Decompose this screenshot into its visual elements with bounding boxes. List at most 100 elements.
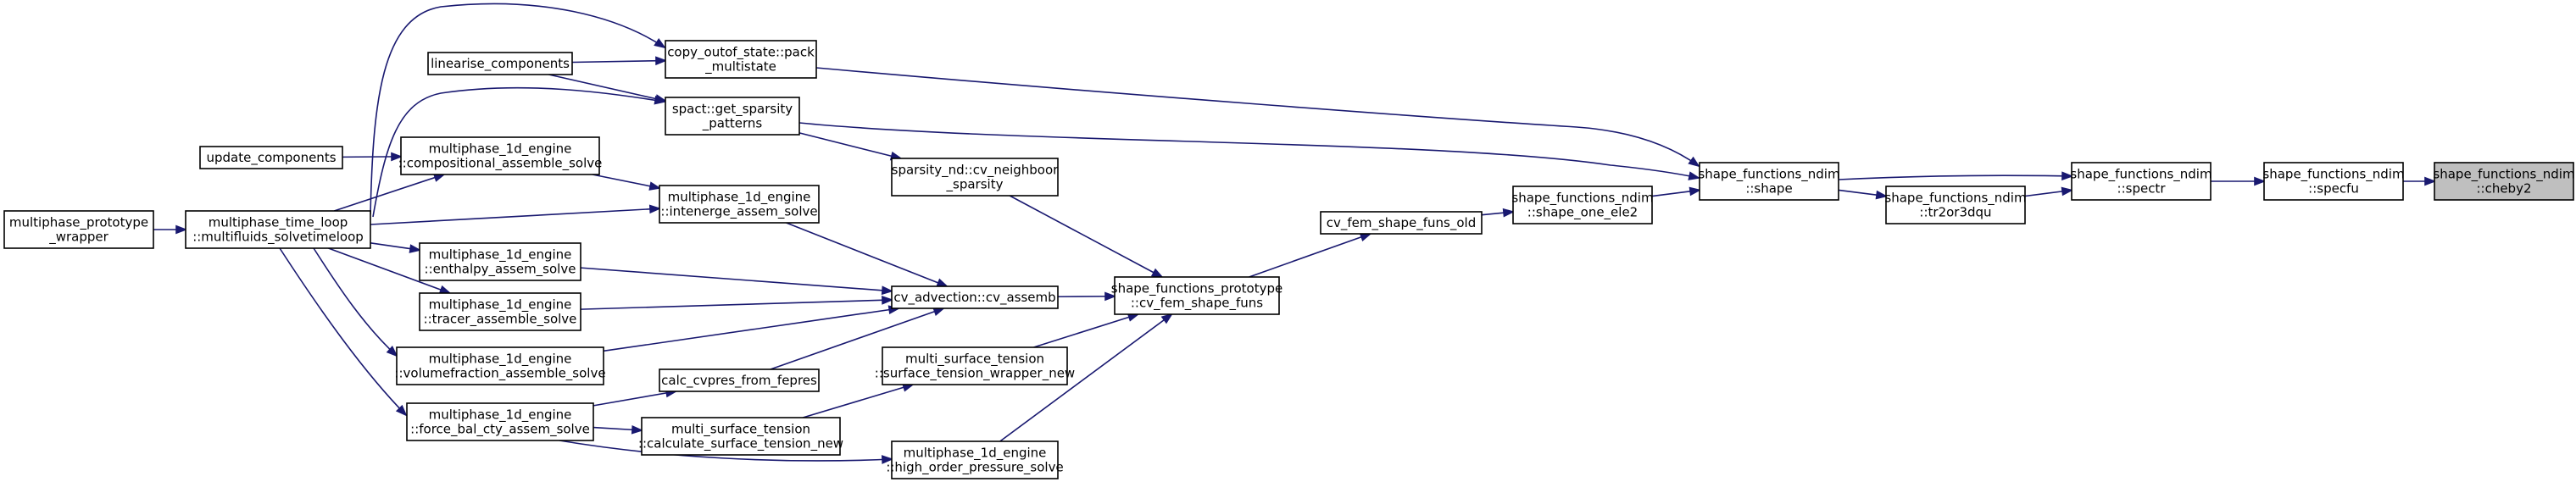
node-label-line: _sparsity — [946, 177, 1004, 193]
node-box — [2434, 162, 2574, 201]
edge-pack_multistate-to-shape — [815, 67, 1700, 168]
edge-multifluids_solvetimeloop-to-intenerge_assem_solve — [370, 204, 662, 225]
node-shape-one-ele2[interactable]: shape_functions_ndim::shape_one_ele2 — [1511, 186, 1654, 224]
node-pack-multistate[interactable]: copy_outof_state::pack_multistate — [665, 40, 817, 79]
node-calc-cvpres-from-fepres[interactable]: calc_cvpres_from_fepres — [659, 368, 820, 392]
node-label-line: ::multifluids_solvetimeloop — [192, 230, 364, 246]
node-calculate-surface-tension-new[interactable]: multi_surface_tension::calculate_surface… — [638, 417, 843, 456]
node-box — [659, 368, 820, 392]
node-specfu[interactable]: shape_functions_ndim::specfu — [2262, 162, 2405, 201]
node-box — [882, 346, 1068, 385]
node-tracer-assemble-solve[interactable]: multiphase_1d_engine::tracer_assemble_so… — [419, 292, 581, 331]
node-label-line: multiphase_prototype — [9, 215, 148, 231]
node-cv-assemb[interactable]: cv_advection::cv_assemb — [891, 285, 1059, 309]
node-box — [185, 210, 371, 249]
edge-shape_one_ele2-to-shape — [1651, 186, 1702, 197]
node-force-bal-cty-assem-solve[interactable]: multiphase_1d_engine::force_bal_cty_asse… — [406, 402, 594, 441]
node-label-line: cv_advection::cv_assemb — [893, 290, 1055, 306]
node-tr2or3dqu[interactable]: shape_functions_ndim::tr2or3dqu — [1884, 186, 2027, 224]
node-spectr[interactable]: shape_functions_ndim::spectr — [2070, 162, 2212, 201]
node-label-line: shape_functions_ndim — [2262, 167, 2404, 183]
node-label-line: ::specfu — [2308, 181, 2359, 197]
node-label-line: sparsity_nd::cv_neighboor — [892, 163, 1060, 179]
node-label-line: multiphase_time_loop — [209, 215, 348, 231]
node-label-line: shape_functions_ndim — [1698, 167, 1839, 183]
node-box — [1699, 162, 1839, 201]
node-cv-fem-shape-funs-old[interactable]: cv_fem_shape_funs_old — [1320, 211, 1483, 235]
node-label-line: ::shape_one_ele2 — [1527, 205, 1638, 221]
node-label-line: ::tr2or3dqu — [1919, 205, 1991, 220]
node-box — [1885, 186, 2026, 224]
node-box — [419, 292, 581, 331]
node-label-line: _multistate — [704, 59, 776, 75]
node-box — [665, 97, 800, 136]
edge-volumefraction_assemble_solve-to-cv_assemb — [603, 305, 901, 352]
node-cv-fem-shape-funs[interactable]: shape_functions_prototype::cv_fem_shape_… — [1111, 276, 1282, 315]
node-label-line: multiphase_1d_engine — [904, 446, 1047, 462]
node-label-line: multiphase_1d_engine — [429, 141, 572, 158]
edge-cv_fem_shape_funs-to-cv_fem_shape_funs_old — [1249, 232, 1372, 278]
node-label-line: multiphase_1d_engine — [429, 297, 572, 313]
edges — [153, 3, 2437, 464]
node-label-line: ::calculate_surface_tension_new — [638, 436, 843, 452]
edge-spectr-to-specfu — [2211, 176, 2267, 186]
node-label-line: shape_functions_ndim — [1511, 191, 1653, 207]
node-label-line: multiphase_1d_engine — [429, 407, 572, 424]
node-box — [1320, 211, 1483, 235]
node-multifluids-solvetimeloop[interactable]: multiphase_time_loop::multifluids_solvet… — [185, 210, 371, 249]
node-compositional-assemble-solve[interactable]: multiphase_1d_engine::compositional_asse… — [398, 136, 603, 175]
node-update-components[interactable]: update_components — [199, 146, 343, 169]
node-label-line: ::force_bal_cty_assem_solve — [410, 422, 590, 438]
node-label-line: _wrapper — [48, 230, 108, 246]
edge-multifluids_solvetimeloop-to-compositional_assemble_solve — [334, 173, 446, 212]
edge-high_order_pressure_solve-to-cv_fem_shape_funs — [999, 313, 1174, 442]
node-label-line: spact::get_sparsity — [672, 102, 793, 118]
node-box — [3, 210, 154, 249]
edge-multifluids_solvetimeloop-to-enthalpy_assem_solve — [370, 242, 422, 253]
node-multiphase-prototype-wrapper[interactable]: multiphase_prototype_wrapper — [3, 210, 154, 249]
edge-cv_fem_shape_funs_old-to-shape_one_ele2 — [1481, 208, 1516, 218]
node-box — [665, 40, 817, 79]
edge-multiphase_prototype_wrapper-to-multifluids_solvetimeloop — [153, 224, 188, 235]
node-label-line: update_components — [206, 150, 336, 166]
node-high-order-pressure-solve[interactable]: multiphase_1d_engine::high_order_pressur… — [886, 440, 1064, 479]
edge-linearise_components-to-pack_multistate — [571, 56, 668, 66]
node-shape[interactable]: shape_functions_ndim::shape — [1698, 162, 1840, 201]
node-label-line: ::spectr — [2117, 181, 2167, 197]
node-box — [419, 242, 581, 281]
nodes: shape_functions_ndim::cheby2shape_functi… — [3, 40, 2575, 479]
node-label-line: shape_functions_ndim — [1884, 191, 2026, 207]
node-label-line: ::intenerge_assem_solve — [660, 204, 817, 220]
node-label-line: multiphase_1d_engine — [429, 247, 572, 263]
node-volumefraction-assemble-solve[interactable]: multiphase_1d_engine::volumefraction_ass… — [394, 346, 606, 385]
edge-multifluids_solvetimeloop-to-volumefraction_assemble_solve — [313, 247, 398, 357]
node-cheby2[interactable]: shape_functions_ndim::cheby2 — [2433, 162, 2575, 201]
node-surface-tension-wrapper-new[interactable]: multi_surface_tension::surface_tension_w… — [875, 346, 1075, 385]
node-label-line: cv_fem_shape_funs_old — [1327, 215, 1476, 231]
edge-calc_cvpres_from_fepres-to-cv_assemb — [770, 307, 946, 370]
node-label-line: multi_surface_tension — [905, 352, 1044, 368]
node-box — [2071, 162, 2212, 201]
node-label-line: calc_cvpres_from_fepres — [661, 373, 817, 389]
node-cv-neighboor-sparsity[interactable]: sparsity_nd::cv_neighboor_sparsity — [891, 158, 1060, 197]
edge-update_components-to-compositional_assemble_solve — [342, 152, 403, 162]
node-label-line: ::surface_tension_wrapper_new — [875, 366, 1075, 382]
node-linearise-components[interactable]: linearise_components — [427, 52, 573, 75]
node-enthalpy-assem-solve[interactable]: multiphase_1d_engine::enthalpy_assem_sol… — [419, 242, 581, 281]
node-box — [891, 285, 1059, 309]
node-label-line: ::tracer_assemble_solve — [424, 312, 577, 328]
edge-specfu-to-cheby2 — [2403, 176, 2437, 186]
edge-compositional_assemble_solve-to-intenerge_assem_solve — [592, 174, 662, 191]
node-get-sparsity-patterns[interactable]: spact::get_sparsity_patterns — [665, 97, 800, 136]
edge-cv_assemb-to-cv_fem_shape_funs — [1057, 291, 1117, 302]
edge-intenerge_assem_solve-to-cv_assemb — [786, 222, 949, 287]
node-box — [400, 136, 600, 175]
node-label-line: ::high_order_pressure_solve — [886, 460, 1063, 476]
node-intenerge-assem-solve[interactable]: multiphase_1d_engine::intenerge_assem_so… — [659, 185, 820, 224]
edge-surface_tension_wrapper_new-to-cv_fem_shape_funs — [1033, 313, 1140, 348]
node-box — [199, 146, 343, 169]
node-box — [396, 346, 604, 385]
node-label-line: ::compositional_assemble_solve — [398, 156, 603, 172]
node-label-line: shape_functions_ndim — [2070, 167, 2212, 183]
node-label-line: _patterns — [702, 116, 763, 132]
